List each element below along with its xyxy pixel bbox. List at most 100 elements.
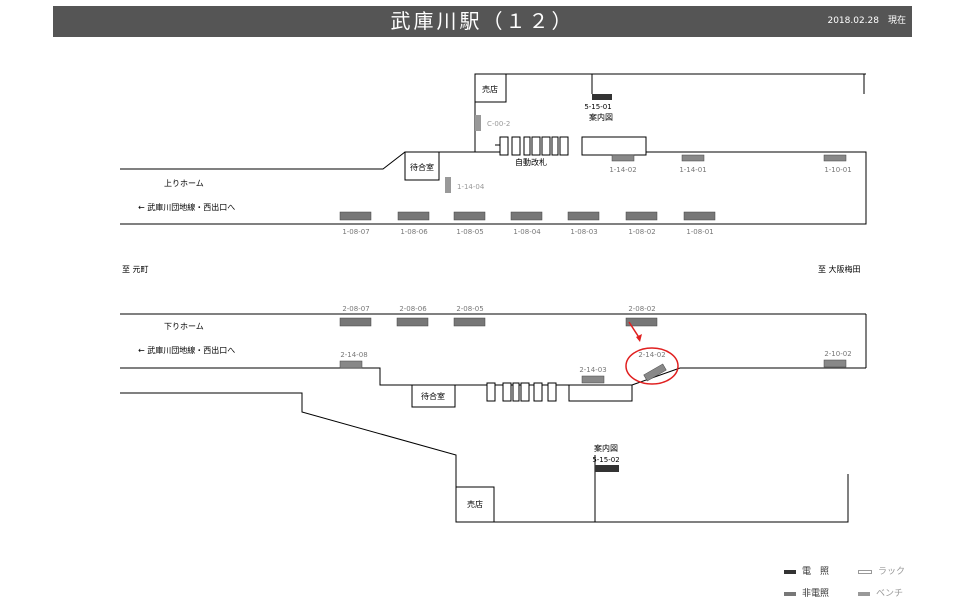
direction-left-label: 至 元町: [122, 265, 149, 274]
lamp-label: 1-08-03: [570, 228, 597, 236]
bench-2-14-02: 2-14-02: [638, 351, 667, 382]
bench-1-14-01: 1-14-01: [679, 154, 707, 174]
rack-waiting: 1-14-04: [445, 177, 485, 193]
structure-lines: [120, 73, 867, 523]
platform-up-label: 上りホーム: [164, 179, 204, 188]
ticket-gates-lower: [486, 382, 633, 402]
lamp-2-08-07: 2-08-07: [339, 305, 372, 327]
waiting-room-lower-label: 待合室: [421, 391, 445, 401]
lamp-mark: [567, 211, 600, 221]
bench-label: 2-14-02: [638, 351, 665, 359]
lamp-label: 2-08-02: [628, 305, 655, 313]
legend-bench-swatch: [858, 591, 870, 596]
bench-1-10-01: 1-10-01: [823, 154, 852, 174]
legend-lamp-swatch: [784, 569, 796, 574]
legend-lamp: 電 照: [784, 566, 829, 578]
upper-benches: 1-14-02 1-14-01 1-10-01: [609, 154, 852, 174]
gate-label: 自動改札: [515, 157, 547, 167]
lamp-1-08-04: 1-08-04: [510, 211, 543, 236]
lamp-mark: [396, 317, 429, 327]
lamp-1-08-07: 1-08-07: [339, 211, 372, 236]
direction-right-label: 至 大阪梅田: [818, 264, 861, 274]
lamp-mark: [397, 211, 430, 221]
lamp-label: 2-08-07: [342, 305, 369, 313]
lamp-mark: [510, 211, 543, 221]
bench-label: 1-10-01: [824, 166, 851, 174]
bench-label: 2-14-03: [579, 366, 606, 374]
lamp-label: 2-08-05: [456, 305, 483, 313]
map-sign-upper: 5-15-01 案内図: [584, 94, 613, 122]
lamp-2-08-05: 2-08-05: [453, 305, 486, 327]
shop-lower: 売店: [455, 486, 495, 523]
lamp-mark: [339, 211, 372, 221]
bench-mark: [339, 360, 363, 369]
ticket-gates-upper: [499, 136, 647, 156]
transfer-up-label: ← 武庫川団地線・西出口へ: [138, 202, 235, 212]
shop-upper-label: 売店: [482, 84, 498, 94]
lamp-2-08-02: 2-08-02: [625, 305, 658, 327]
bench-mark: [681, 154, 705, 162]
lamp-label: 1-08-02: [628, 228, 655, 236]
legend: 電 照 ラック 非電照 ベンチ: [782, 564, 932, 604]
rack-waiting-label: 1-14-04: [457, 183, 485, 191]
legend-non-lamp: 非電照: [784, 588, 829, 600]
lamp-label: 2-08-06: [399, 305, 427, 313]
legend-bench-label: ベンチ: [876, 589, 904, 599]
lamp-mark: [453, 211, 486, 221]
page-title: 武庫川駅（１２）: [390, 9, 575, 33]
lamp-label: 1-08-01: [686, 228, 713, 236]
bench-2-14-08: 2-14-08: [339, 351, 368, 369]
rack-upper-label: C-00-2: [487, 120, 510, 128]
bench-mark: [643, 363, 667, 382]
legend-rack-label: ラック: [878, 567, 906, 577]
transfer-down-label: ← 武庫川団地線・西出口へ: [138, 345, 235, 355]
bench-mark: [581, 375, 605, 384]
lamp-mark: [453, 317, 486, 327]
map-lower-code: 5-15-02: [592, 456, 619, 464]
lamp-label: 1-08-06: [400, 228, 428, 236]
bench-label: 2-14-08: [340, 351, 367, 359]
lamp-label: 1-08-05: [456, 228, 483, 236]
lower-lamps: 2-08-07 2-08-06 2-08-05 2-08-02: [339, 305, 658, 327]
lamp-label: 1-08-04: [513, 228, 541, 236]
lamp-1-08-03: 1-08-03: [567, 211, 600, 236]
bench-mark: [823, 154, 847, 162]
waiting-room-upper-label: 待合室: [410, 162, 434, 172]
lamp-label: 1-08-07: [342, 228, 369, 236]
lamp-mark: [625, 317, 658, 327]
legend-non-lamp-swatch: [784, 591, 796, 596]
bench-label: 1-14-02: [609, 166, 636, 174]
legend-rack: ラック: [858, 566, 905, 578]
bench-label: 1-14-01: [679, 166, 706, 174]
lamp-2-08-06: 2-08-06: [396, 305, 429, 327]
date-label: 2018.02.28 現在: [827, 16, 906, 26]
lamp-mark: [683, 211, 716, 221]
lamp-1-08-02: 1-08-02: [625, 211, 658, 236]
bench-label: 2-10-02: [824, 350, 851, 358]
map-sign-lower: 案内図 5-15-02: [592, 443, 620, 472]
map-upper-code: 5-15-01: [584, 103, 611, 111]
upper-lamps: 1-08-07 1-08-06 1-08-05 1-08-04 1-08-03 1-08-…: [339, 211, 716, 236]
bench-mark: [823, 359, 847, 368]
lamp-mark: [339, 317, 372, 327]
legend-rack-swatch: [858, 569, 872, 574]
shop-lower-label: 売店: [467, 499, 483, 509]
legend-bench: ベンチ: [858, 588, 903, 600]
lamp-1-08-06: 1-08-06: [397, 211, 430, 236]
highlight-annotation: [625, 321, 679, 385]
title-bar: 武庫川駅（１２） 2018.02.28 現在: [53, 6, 912, 37]
legend-non-lamp-label: 非電照: [802, 589, 830, 599]
bench-mark: [611, 154, 635, 162]
map-lower-label: 案内図: [594, 443, 618, 453]
bench-1-14-02: 1-14-02: [609, 154, 637, 174]
platform-down-label: 下りホーム: [164, 322, 204, 331]
lower-benches: 2-14-08 2-14-03 2-14-02 2-10-02: [339, 350, 852, 384]
bench-2-10-02: 2-10-02: [823, 350, 852, 368]
map-upper-label: 案内図: [589, 112, 613, 122]
lamp-mark: [625, 211, 658, 221]
shop-upper: 売店: [474, 73, 507, 103]
legend-lamp-label: 電 照: [802, 567, 830, 577]
waiting-room-upper: 待合室: [404, 151, 440, 181]
waiting-room-lower: 待合室: [411, 384, 456, 408]
